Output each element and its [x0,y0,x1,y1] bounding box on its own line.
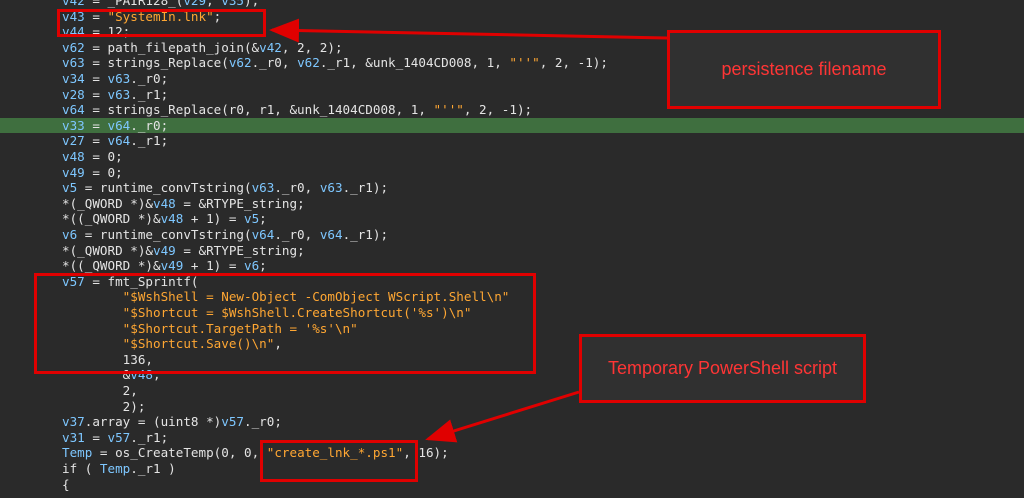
code-line-text: v43 = "SystemIn.lnk"; [62,8,222,24]
code-line-text: 136, [62,351,153,367]
code-line-text: v5 = runtime_convTstring(v63._r0, v63._r… [62,180,389,196]
code-line-text: v42 = _PAIR128_(v29, v35); [62,0,260,8]
code-line-text: v48 = 0; [62,149,123,164]
code-line: 2, [0,383,1024,399]
code-line: v6 = runtime_convTstring(v64._r0, v64._r… [0,227,1024,243]
create-temp-string-highlight-box [260,440,418,482]
code-line: 2); [0,399,1024,415]
code-line-text: *((_QWORD *)&v48 + 1) = v5; [62,211,267,227]
code-line-text: "$WshShell = New-Object -ComObject WScri… [122,289,510,305]
code-line: 136, [0,352,1024,368]
code-line: v62 = path_filepath_join(&v42, 2, 2); [0,40,1024,56]
code-line-text: if ( Temp._r1 ) [62,461,176,476]
code-line: v48 = 0; [0,149,1024,165]
code-line-text: "$Shortcut.Save()\n", [122,336,282,352]
code-line-text: Temp = os_CreateTemp(0, 0, "create_lnk_*… [62,445,449,461]
code-line-text: *(_QWORD *)&v48 = &RTYPE_string; [62,195,305,211]
code-line-text: v6 = runtime_convTstring(v64._r0, v64._r… [62,227,389,242]
code-line: *(_QWORD *)&v48 = &RTYPE_string; [0,196,1024,212]
code-line: "$Shortcut = $WshShell.CreateShortcut('%… [0,305,1024,321]
code-line: "$WshShell = New-Object -ComObject WScri… [0,289,1024,305]
code-line: { [0,477,1024,493]
persistence-arrow [269,18,668,43]
code-line: v34 = v63._r0; [0,71,1024,87]
code-line: v31 = v57._r1; [0,430,1024,446]
code-line-text: v37.array = (uint8 *)v57._r0; [62,414,282,430]
code-line-text: v27 = v64._r1; [62,133,169,149]
code-line-text: v57 = fmt_Sprintf( [62,273,199,289]
code-line: v5 = runtime_convTstring(v63._r0, v63._r… [0,180,1024,196]
code-line: *((_QWORD *)&v49 + 1) = v6; [0,258,1024,274]
code-line-text: v34 = v63._r0; [62,71,169,86]
code-line: v63 = strings_Replace(v62._r0, v62._r1, … [0,55,1024,71]
code-line: v37.array = (uint8 *)v57._r0; [0,414,1024,430]
code-line: v49 = 0; [0,165,1024,181]
code-line: *((_QWORD *)&v48 + 1) = v5; [0,211,1024,227]
persistence-filename-label: persistence filename [667,30,941,109]
code-line: Temp = os_CreateTemp(0, 0, "create_lnk_*… [0,445,1024,461]
code-line: *(_QWORD *)&v49 = &RTYPE_string; [0,243,1024,259]
temporary-powershell-script-label: Temporary PowerShell script [579,334,866,403]
code-line-text: "$Shortcut.TargetPath = '%s'\n" [122,320,358,336]
powershell-arrow [425,390,580,443]
code-line-text: *((_QWORD *)&v49 + 1) = v6; [62,258,267,274]
code-line-text: v62 = path_filepath_join(&v42, 2, 2); [62,39,343,55]
code-line-text: v31 = v57._r1; [62,429,169,445]
code-line-text: v49 = 0; [62,164,123,180]
code-line: "$Shortcut.TargetPath = '%s'\n" [0,321,1024,337]
code-line: v33 = v64._r0; [0,117,1024,134]
code-line: v64 = strings_Replace(r0, r1, &unk_1404C… [0,102,1024,118]
code-line: v43 = "SystemIn.lnk"; [0,9,1024,25]
fmt-sprintf-highlight-box [34,273,536,374]
persistence-filename-highlight-box [57,9,266,37]
code-line-text: v28 = v63._r1; [62,86,169,102]
code-line-text: "$Shortcut = $WshShell.CreateShortcut('%… [122,305,472,320]
code-line-text: 2, [62,383,138,398]
code-line-text: 2); [62,398,146,414]
code-line-text: v63 = strings_Replace(v62._r0, v62._r1, … [62,55,608,71]
code-line-text: v64 = strings_Replace(r0, r1, &unk_1404C… [62,102,533,118]
code-line-text: *(_QWORD *)&v49 = &RTYPE_string; [62,242,305,258]
code-line-text: v33 = v64._r0; [62,117,169,133]
code-line: "$Shortcut.Save()\n", [0,336,1024,352]
code-line: v42 = _PAIR128_(v29, v35); [0,0,1024,9]
code-line: v27 = v64._r1; [0,133,1024,149]
code-line: if ( Temp._r1 ) [0,461,1024,477]
code-line: v28 = v63._r1; [0,87,1024,103]
code-line-text: { [62,476,70,492]
code-line: v57 = fmt_Sprintf( [0,274,1024,290]
